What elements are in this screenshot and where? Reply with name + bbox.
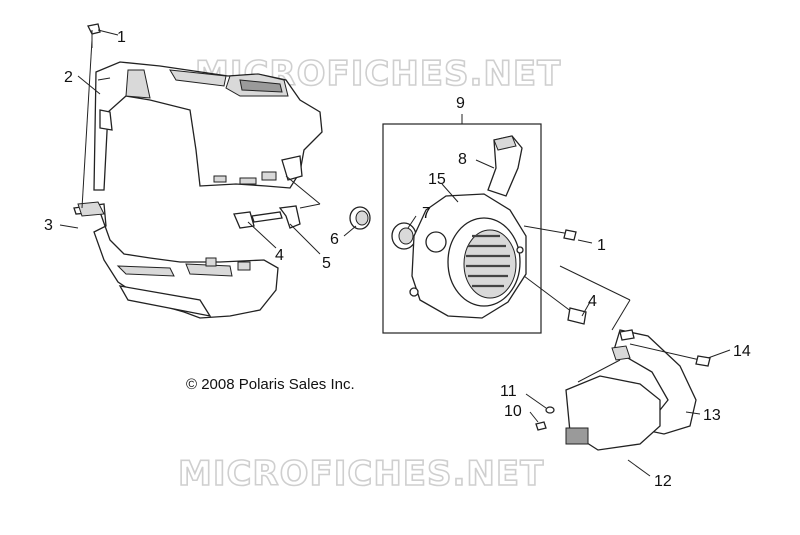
bolt-right xyxy=(523,265,631,331)
callout-4-right: 4 xyxy=(588,293,597,310)
callout-12: 12 xyxy=(654,473,672,490)
screw-top-left xyxy=(87,23,101,48)
callout-11: 11 xyxy=(500,383,517,400)
callout-15: 15 xyxy=(428,171,446,188)
callout-13: 13 xyxy=(703,407,721,424)
lower-shroud xyxy=(73,201,279,319)
grommet xyxy=(391,222,417,250)
callout-7: 7 xyxy=(422,205,431,222)
callout-1-top: 1 xyxy=(117,29,126,46)
callout-3: 3 xyxy=(44,217,53,234)
leader-lines xyxy=(59,29,731,477)
callout-14: 14 xyxy=(733,343,751,360)
callout-1-right: 1 xyxy=(597,237,606,254)
plug xyxy=(349,206,371,230)
callout-6: 6 xyxy=(330,231,339,248)
washer xyxy=(545,406,555,414)
callout-4-left: 4 xyxy=(275,247,284,264)
bracket xyxy=(278,175,321,229)
screw-14 xyxy=(629,343,711,367)
screw-right xyxy=(523,225,577,241)
callout-labels: 1 2 3 4 5 6 7 8 9 15 1 4 14 11 10 13 12 xyxy=(44,29,751,490)
callout-2: 2 xyxy=(64,69,73,86)
cover-shell xyxy=(611,329,697,435)
fan-housing xyxy=(409,193,527,319)
watermark-bottom: MICROFICHES.NET xyxy=(178,454,544,494)
callout-10: 10 xyxy=(504,403,522,420)
bolt-left xyxy=(233,211,283,229)
cover-screen xyxy=(565,359,661,451)
callout-8: 8 xyxy=(458,151,467,168)
copyright-text: © 2008 Polaris Sales Inc. xyxy=(186,376,355,393)
upper-shroud xyxy=(93,61,323,191)
duct xyxy=(487,135,523,197)
callout-5: 5 xyxy=(322,255,331,272)
callout-9: 9 xyxy=(456,95,465,112)
nut xyxy=(535,421,547,431)
